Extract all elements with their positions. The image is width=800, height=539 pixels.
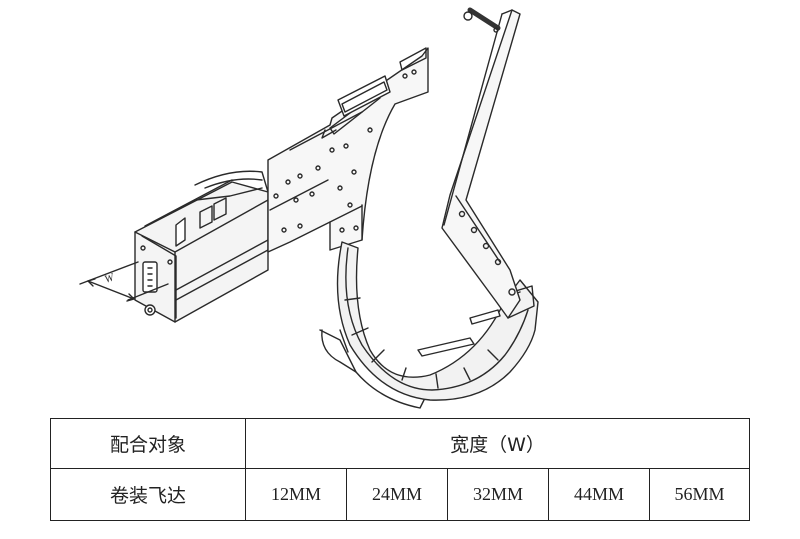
- width-cell: 24MM: [346, 468, 448, 521]
- width-header: 宽度（W）: [244, 418, 751, 469]
- width-dimension: [79, 261, 169, 302]
- feeder-body: [134, 170, 269, 323]
- width-cell: 44MM: [548, 468, 650, 521]
- width-cell: 32MM: [447, 468, 549, 521]
- row-header-mating-object: 配合对象: [50, 418, 246, 469]
- reel-guide: [319, 241, 539, 409]
- row-header-reel-feeder: 卷装飞达: [50, 468, 246, 521]
- mounting-plate: [267, 47, 429, 253]
- spec-table: 配合对象 宽度（W） 卷装飞达 12MM 24MM 32MM 44MM 56MM: [50, 418, 751, 521]
- feeder-line-drawing: W: [79, 7, 539, 409]
- reel-arm: [441, 7, 521, 319]
- width-cell: 56MM: [648, 468, 751, 521]
- table-row: 配合对象 宽度（W）: [50, 418, 751, 469]
- width-cell: 12MM: [245, 468, 347, 521]
- table-row: 卷装飞达 12MM 24MM 32MM 44MM 56MM: [50, 468, 751, 521]
- width-dimension-label: W: [103, 271, 117, 286]
